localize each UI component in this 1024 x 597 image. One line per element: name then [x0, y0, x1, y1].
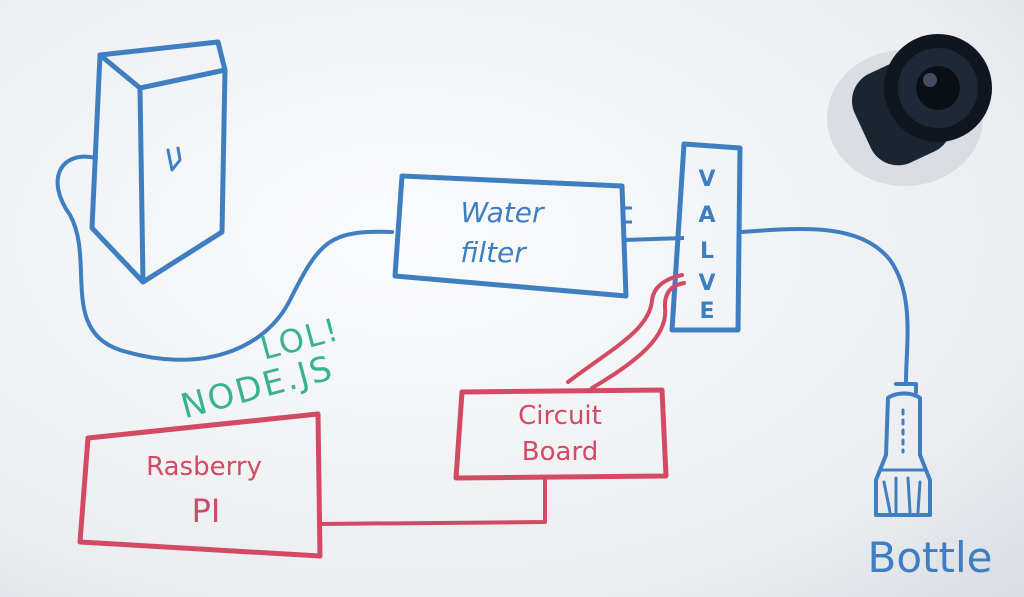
raspberry-pi-box: Rasberry PI: [77, 411, 323, 559]
circuit-board-box: Circuit Board: [453, 387, 669, 481]
water-filter-label-line1: Water: [460, 196, 545, 229]
bottle-drawing: [874, 382, 932, 517]
valve-letter-4: V: [698, 271, 715, 296]
valve-letter-2: A: [698, 203, 715, 228]
valve-box: V A L V E: [669, 141, 743, 333]
tube-valve-to-bottle: [738, 227, 910, 384]
raspberry-pi-label-line2: PI: [192, 492, 221, 530]
pipe-filter-to-valve: [623, 236, 685, 242]
tube-tank-to-filter: [55, 154, 394, 362]
water-filter-box: Water filter: [392, 173, 629, 299]
valve-letter-5: E: [699, 299, 714, 324]
valve-letter-1: V: [698, 167, 715, 192]
raspberry-pi-label-line1: Rasberry: [146, 452, 262, 482]
camera-lens-object: [827, 34, 992, 186]
water-filter-label-line2: filter: [460, 236, 527, 269]
valve-letter-3: L: [700, 239, 714, 264]
wire-circuit-to-valve-1: [566, 273, 684, 384]
circuit-board-label-line1: Circuit: [518, 401, 602, 431]
circuit-board-label-line2: Board: [522, 437, 598, 467]
pipe-filter-stub: [622, 206, 632, 224]
nodejs-note: NODE.JS LOL!: [177, 310, 344, 427]
wire-pi-to-circuit: [317, 478, 547, 526]
bottle-label: Bottle: [868, 533, 993, 582]
water-tank-box: [89, 39, 228, 285]
wire-circuit-to-valve-2: [590, 281, 686, 390]
